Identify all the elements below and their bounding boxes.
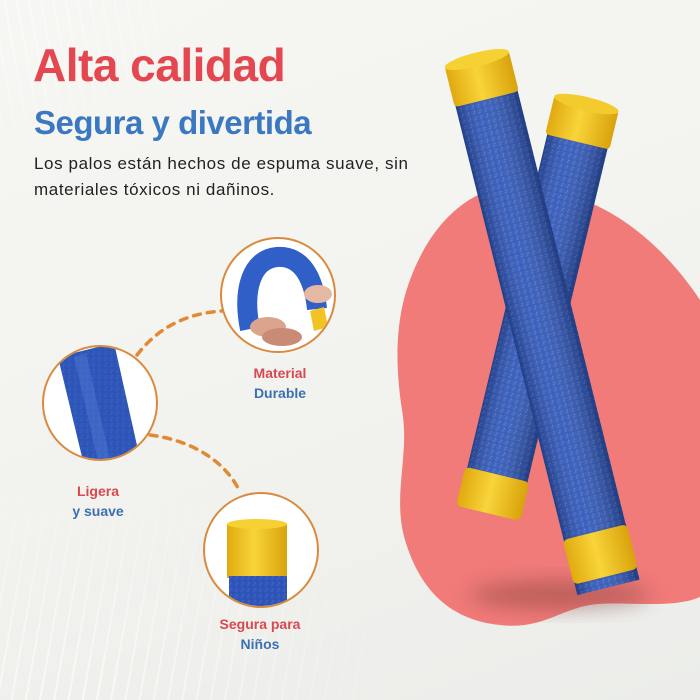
feature-lightweight: Ligera y suave [72,483,124,519]
stick-shadow [470,581,650,609]
cap [227,524,287,578]
foam-stick-left [444,49,640,596]
thumb [304,285,332,303]
feature-image-durable [220,237,336,353]
headline-title: Alta calidad [33,39,286,91]
feature-safe-for-kids: Segura para Niños [219,616,301,652]
feature-image-safe-for-kids [203,492,319,608]
headline-subtitle: Segura y divertida [34,104,312,141]
feature-image-lightweight [42,345,158,461]
headline-description: Los palos están hechos de espuma suave, … [34,154,409,199]
feature-durable: Material Durable [253,365,307,401]
dashed-connectors [135,309,242,494]
